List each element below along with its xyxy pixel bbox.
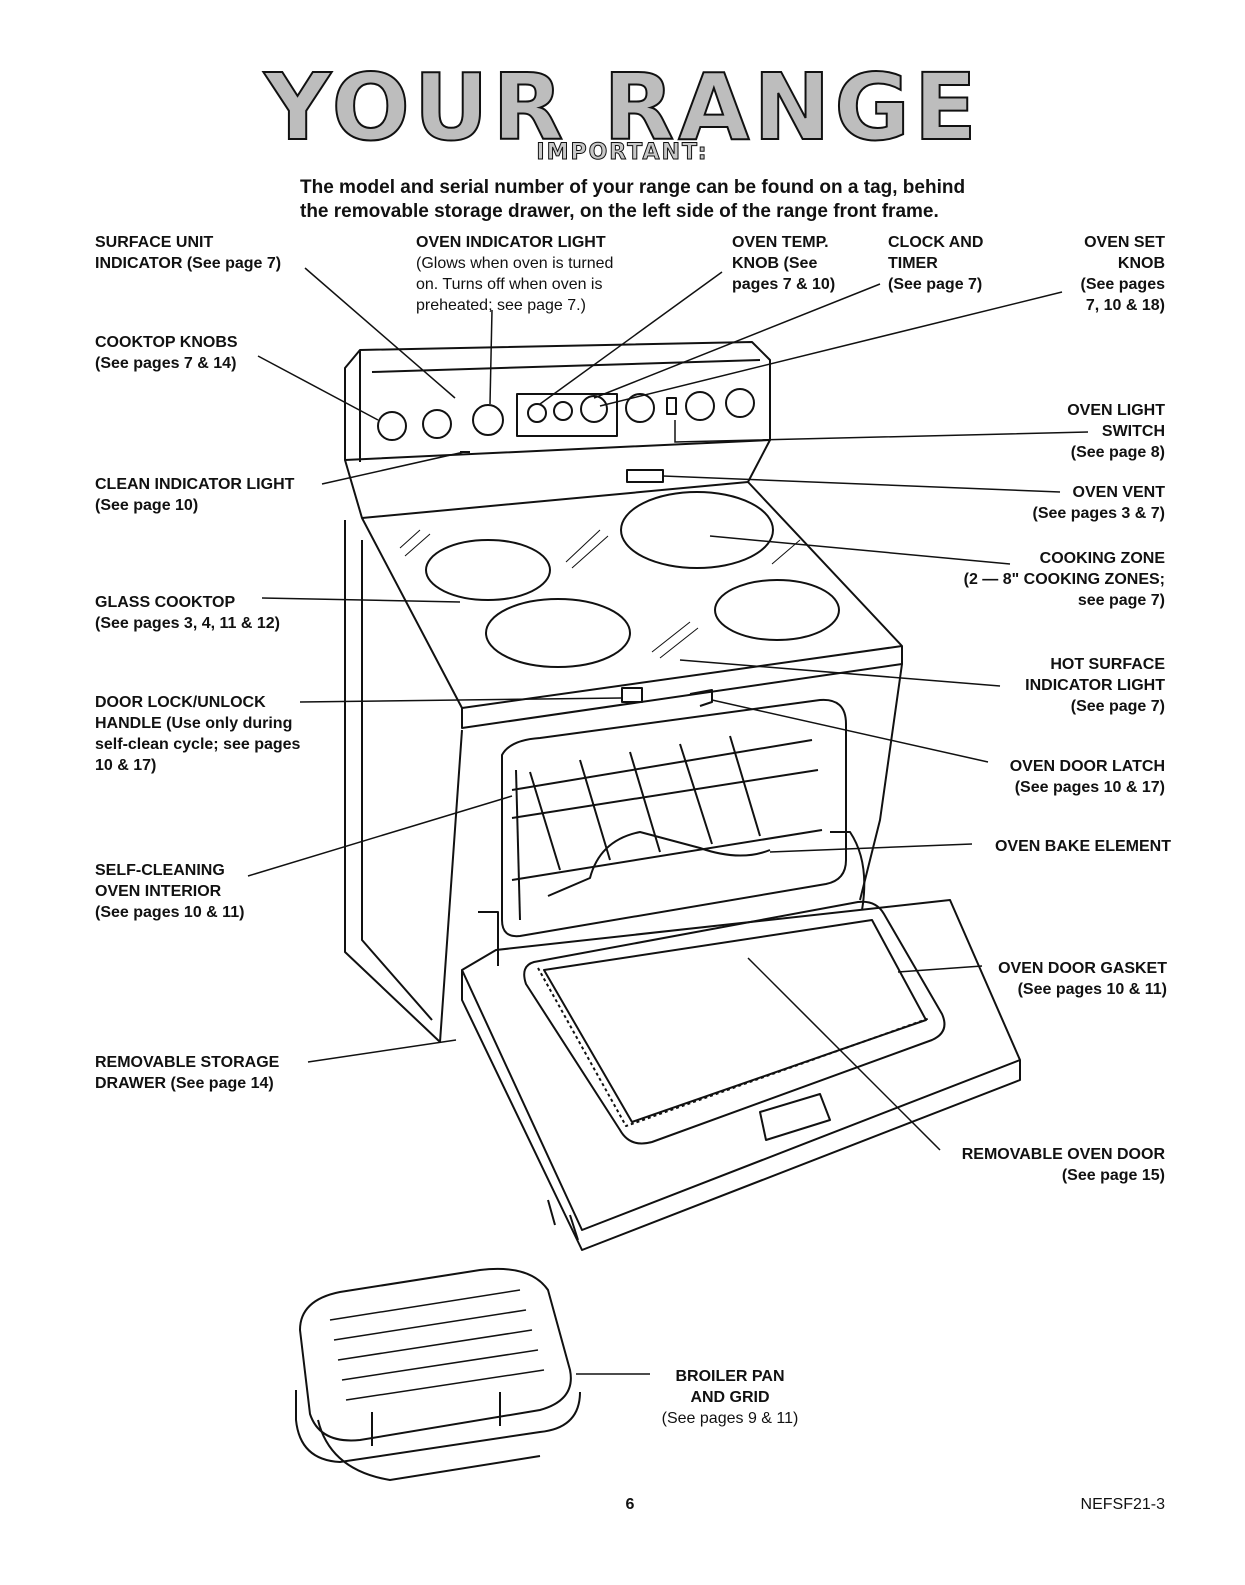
knob-icon	[685, 391, 715, 421]
oven-light-switch-icon	[666, 397, 677, 415]
knob-icon	[725, 388, 755, 418]
oven-vent-icon	[626, 469, 664, 483]
label-oven-door-latch: OVEN DOOR LATCH (See pages 10 & 17)	[1009, 758, 1165, 796]
leader-line	[593, 283, 881, 399]
label-door-lock-handle: DOOR LOCK/UNLOCK HANDLE (Use only during…	[95, 694, 301, 774]
label-oven-light-switch: OVEN LIGHT SWITCH (See page 8)	[1067, 402, 1165, 461]
oven-cavity	[501, 698, 847, 938]
knob-icon	[472, 404, 504, 436]
oven-rack	[511, 739, 823, 881]
cooking-zone-icon	[425, 539, 551, 601]
intro-line: The model and serial number of your rang…	[300, 177, 966, 198]
oven-door-latch-icon	[689, 689, 713, 707]
label-surface-unit-indicator: SURFACE UNIT INDICATOR (See page 7)	[95, 234, 282, 272]
label-removable-storage-drawer: REMOVABLE STORAGE DRAWER (See page 14)	[95, 1054, 280, 1092]
label-cooking-zone: COOKING ZONE (2 — 8" COOKING ZONES; see …	[963, 550, 1165, 609]
oven-door	[461, 899, 1021, 1231]
label-oven-bake-element: OVEN BAKE ELEMENT	[994, 838, 1171, 855]
leader-line	[711, 699, 989, 763]
cooking-zone-icon	[485, 598, 631, 668]
oven-door-gasket	[537, 967, 931, 1127]
leader-line	[897, 965, 983, 973]
page-title: YOUR RANGE	[263, 54, 981, 161]
door-lock-handle-icon	[621, 687, 643, 703]
leader-line	[539, 271, 723, 405]
range-side-panel	[344, 520, 463, 1043]
page-number: 6	[625, 1496, 635, 1513]
label-self-cleaning-interior: SELF-CLEANING OVEN INTERIOR (See pages 1…	[95, 862, 245, 921]
leader-line	[769, 843, 973, 853]
label-broiler-pan: BROILER PAN AND GRID (See pages 9 & 11)	[661, 1368, 799, 1427]
leader-line	[662, 475, 1061, 493]
label-oven-set-knob: OVEN SET KNOB (See pages 7, 10 & 18)	[1080, 234, 1165, 314]
leader-line	[679, 659, 1001, 687]
leader-line	[247, 795, 513, 877]
knob-icon	[527, 403, 547, 423]
leader-line	[321, 451, 465, 485]
leader-line	[709, 535, 1011, 565]
knob-icon	[422, 409, 452, 439]
oven-bake-element	[547, 831, 771, 897]
intro-line: the removable storage drawer, on the lef…	[300, 201, 939, 222]
glass-cooktop-outline	[361, 481, 903, 709]
label-hot-surface-indicator: HOT SURFACE INDICATOR LIGHT (See page 7)	[1025, 656, 1165, 715]
clock-display-panel	[516, 393, 618, 437]
knob-icon	[625, 393, 655, 423]
intro-text: The model and serial number of your rang…	[300, 176, 1000, 224]
leader-line	[747, 957, 941, 1151]
leader-line	[261, 597, 461, 603]
label-clean-indicator-light: CLEAN INDICATOR LIGHT (See page 10)	[95, 476, 295, 514]
leader-line	[489, 309, 493, 405]
leader-line	[299, 697, 623, 703]
knob-icon	[580, 395, 608, 423]
leader-line	[599, 291, 1063, 407]
knob-icon	[377, 411, 407, 441]
broiler-pan-illustration	[295, 1267, 581, 1482]
label-oven-indicator-light: OVEN INDICATOR LIGHT (Glows when oven is…	[416, 234, 614, 314]
leader-line	[307, 1039, 457, 1063]
cooking-zone-icon	[714, 579, 840, 641]
leader-line	[674, 420, 1089, 443]
label-cooktop-knobs: COOKTOP KNOBS (See pages 7 & 14)	[95, 334, 238, 372]
backguard	[344, 341, 771, 461]
cooking-zone-icon	[620, 491, 774, 569]
label-removable-oven-door: REMOVABLE OVEN DOOR (See page 15)	[961, 1146, 1165, 1184]
label-glass-cooktop: GLASS COOKTOP (See pages 3, 4, 11 & 12)	[95, 594, 280, 632]
knob-icon	[553, 401, 573, 421]
label-oven-door-gasket: OVEN DOOR GASKET (See pages 10 & 11)	[998, 960, 1167, 998]
label-oven-vent: OVEN VENT (See pages 3 & 7)	[1032, 484, 1166, 522]
label-oven-temp-knob: OVEN TEMP. KNOB (See pages 7 & 10)	[732, 234, 836, 293]
important-heading: IMPORTANT:	[536, 140, 709, 166]
label-clock-and-timer: CLOCK AND TIMER (See page 7)	[888, 234, 984, 293]
leader-line	[304, 267, 456, 399]
model-code: NEFSF21-3	[1080, 1496, 1165, 1513]
leader-line	[257, 355, 379, 421]
